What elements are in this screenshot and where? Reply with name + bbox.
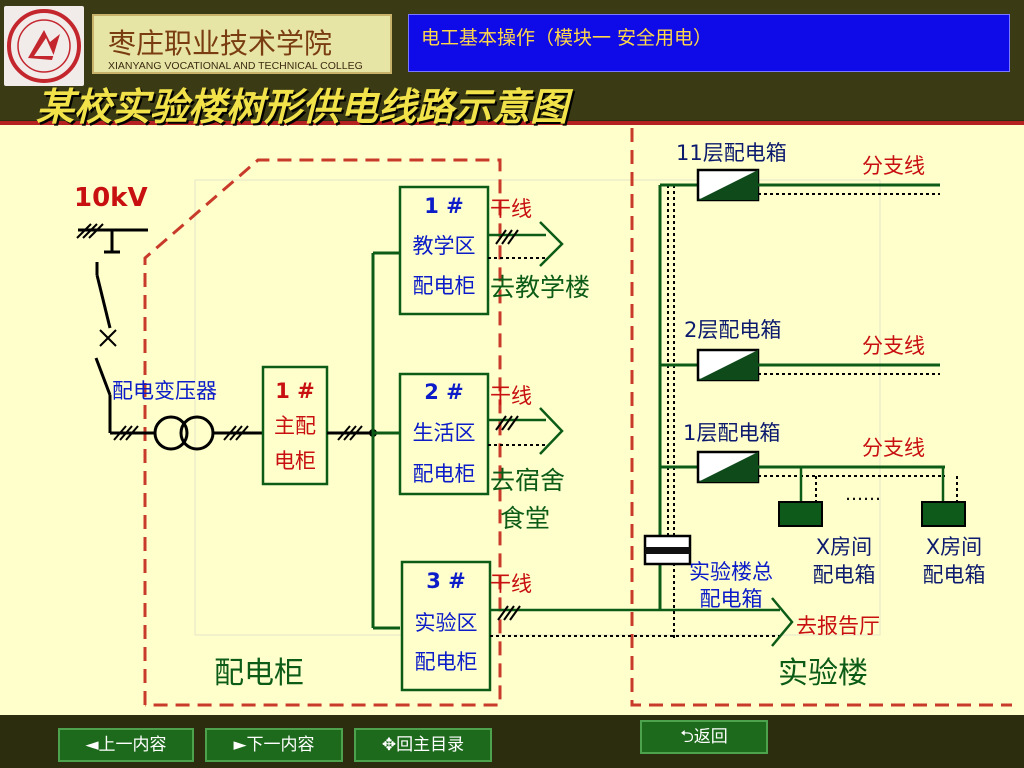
- main-cabinet-line1: 1 #: [275, 379, 315, 403]
- floor-11-label: 11层配电箱: [676, 141, 787, 165]
- cabinet-2-line3: 配电柜: [413, 462, 476, 486]
- cabinet-3-trunk: 干线: [490, 572, 532, 596]
- cabinet-2-line1: 2 #: [424, 380, 464, 404]
- voltage-label: 10kV: [74, 183, 148, 213]
- cabinet-1: [398, 185, 490, 316]
- area-label-building: 实验楼: [778, 656, 868, 691]
- switch-blade: [95, 274, 112, 329]
- cabinet-1-line2: 教学区: [413, 234, 476, 258]
- school-name-box: 枣庄职业技术学院 XIANYANG VOCATIONAL AND TECHNIC…: [92, 14, 392, 74]
- slide-title: 某校实验楼树形供电线路示意图: [36, 84, 569, 129]
- arrow-dormitory: [539, 407, 564, 455]
- main-cabinet: [261, 365, 329, 486]
- cabinet-3-line2: 实验区: [415, 611, 478, 635]
- room-2-line2: 配电箱: [923, 563, 986, 587]
- room-1-line1: X房间: [816, 535, 872, 559]
- cabinet-2-trunk: 干线: [490, 384, 532, 408]
- dest-teaching: 去教学楼: [490, 273, 590, 302]
- diagram-frame: [194, 179, 881, 636]
- cabinet-3: [400, 560, 492, 692]
- course-title: 电工基本操作（模块一 安全用电）: [421, 27, 713, 49]
- floor-1-label: 1层配电箱: [683, 421, 780, 445]
- room-box-1: [778, 501, 823, 527]
- cabinet-1-trunk: 干线: [490, 197, 532, 221]
- area-label-distribution: 配电柜: [214, 656, 304, 691]
- room-1-line2: 配电箱: [813, 563, 876, 587]
- course-title-box: 电工基本操作（模块一 安全用电）: [408, 14, 1010, 72]
- dest-dormitory-line2: 食堂: [500, 504, 550, 533]
- building-main-line2: 配电箱: [700, 587, 763, 611]
- nav-bar: ◄上一内容 ►下一内容 ✥回主目录 ⮌返回: [0, 716, 1024, 768]
- building-main-line1: 实验楼总: [689, 560, 773, 584]
- room-box-2: [921, 501, 966, 527]
- school-name: 枣庄职业技术学院: [108, 27, 333, 60]
- main-cabinet-line3: 电柜: [274, 449, 316, 473]
- floor-box-2: [660, 348, 940, 382]
- dest-dormitory-line1: 去宿舍: [490, 466, 565, 495]
- prev-button[interactable]: ◄上一内容: [58, 728, 194, 762]
- distribution-boundary: [143, 158, 502, 707]
- cabinet-3-line3: 配电柜: [415, 650, 478, 674]
- arrow-teaching: [539, 221, 564, 267]
- cabinet-2: [398, 372, 490, 496]
- building-boundary: [630, 128, 1012, 707]
- main-cabinet-line2: 主配: [274, 414, 316, 438]
- floor-2-label: 2层配电箱: [684, 318, 781, 342]
- dest-auditorium: 去报告厅: [796, 614, 880, 638]
- school-name-en: XIANYANG VOCATIONAL AND TECHNICAL COLLEG: [108, 60, 363, 72]
- room-2-line1: X房间: [926, 535, 982, 559]
- ellipsis: ……: [845, 484, 881, 505]
- home-button[interactable]: ✥回主目录: [354, 728, 492, 762]
- cabinet-2-line2: 生活区: [413, 421, 476, 445]
- transformer-coil-a: [153, 415, 189, 451]
- back-button[interactable]: ⮌返回: [640, 720, 768, 754]
- cabinet-1-line1: 1 #: [424, 194, 464, 218]
- cabinet-3-line1: 3 #: [426, 569, 466, 593]
- floor-box-11: [660, 168, 940, 202]
- cabinet-1-line3: 配电柜: [413, 274, 476, 298]
- supply-diagram: 10kV 配电变压器 1 # 主配 电柜 1 # 教学区 配电柜 干线 去教学楼…: [74, 128, 1012, 707]
- next-button[interactable]: ►下一内容: [205, 728, 343, 762]
- transformer-label: 配电变压器: [112, 379, 217, 403]
- floor-1-branch: 分支线: [862, 436, 925, 460]
- arrow-auditorium: [771, 597, 794, 647]
- school-logo: [4, 6, 84, 86]
- floor-11-branch: 分支线: [862, 154, 925, 178]
- floor-box-1: [660, 450, 958, 502]
- floor-2-branch: 分支线: [862, 334, 925, 358]
